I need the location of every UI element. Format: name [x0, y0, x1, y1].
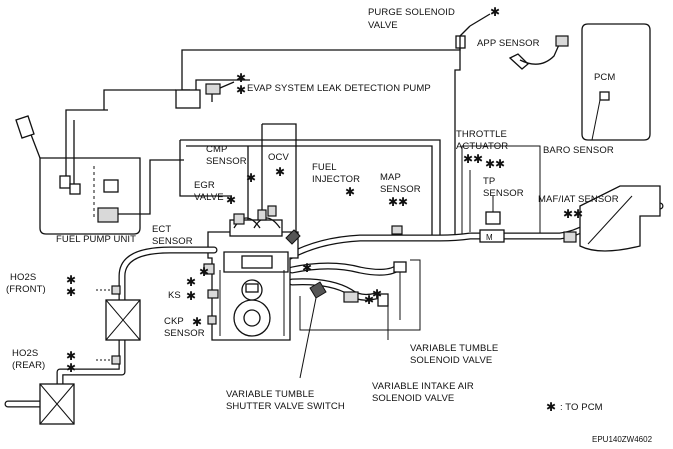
ho2s-front-to-pcm-mark-1: ✱: [66, 273, 76, 287]
purge-solenoid-label-1: PURGE SOLENOID: [368, 7, 455, 18]
evap-leak-detection-pump: [205, 81, 235, 102]
map-sensor-label-1: MAP: [380, 172, 401, 183]
ocv-element: [267, 205, 277, 217]
map-sensor-element: [391, 225, 403, 235]
ho2s-front-element: [111, 285, 121, 295]
maf-to-pcm-mark-2: ✱: [573, 207, 583, 221]
variable-intake-air-label-1: VARIABLE INTAKE AIR: [372, 381, 474, 392]
figure-code: EPU140ZW4602: [592, 435, 653, 444]
ho2s-rear-to-pcm-mark-2: ✱: [66, 361, 76, 375]
evap-pump-label: EVAP SYSTEM LEAK DETECTION PUMP: [247, 83, 431, 94]
cmp-sensor-label-1: CMP: [206, 144, 227, 155]
ks-to-pcm-mark-2: ✱: [186, 289, 196, 303]
purge-to-pcm-mark: ✱: [490, 5, 500, 19]
cmp-sensor-element: [257, 209, 267, 221]
fuel-injector-to-pcm-mark: ✱: [345, 185, 355, 199]
ks-element: [207, 289, 219, 299]
ect-sensor-label-1: ECT: [152, 224, 171, 235]
ho2s-rear-label-1: HO2S: [12, 348, 38, 359]
throttle-actuator-label-2: ACTUATOR: [456, 141, 508, 152]
throttle-to-pcm-mark-1: ✱: [463, 152, 473, 166]
tp-to-pcm-mark-2: ✱: [495, 157, 505, 171]
pcm-module: [581, 23, 651, 141]
fuel-pump-unit-label: FUEL PUMP UNIT: [56, 234, 136, 245]
egr-to-pcm-mark: ✱: [226, 193, 236, 207]
ho2s-rear-label-2: (REAR): [12, 360, 45, 371]
ks-to-pcm-mark-1: ✱: [186, 275, 196, 289]
svg-text:M: M: [486, 233, 493, 242]
shutter-switch-label-2: SHUTTER VALVE SWITCH: [226, 401, 345, 412]
variable-tumble-shutter-switch: [299, 281, 327, 379]
ckp-sensor-element: [207, 315, 217, 325]
variable-intake-air-label-2: SOLENOID VALVE: [372, 393, 454, 404]
intake-duct: M: [286, 185, 664, 260]
variable-tumble-solenoid-label-1: VARIABLE TUMBLE: [410, 343, 498, 354]
map-to-pcm-mark-1: ✱: [388, 195, 398, 209]
legend-to-pcm-label: : TO PCM: [560, 402, 603, 413]
exhaust-system: [4, 246, 218, 425]
maf-iat-element: [563, 231, 577, 243]
fuel-pump: [97, 207, 119, 223]
engine-block: [203, 205, 301, 341]
fuel-injector-label-1: FUEL: [312, 162, 337, 173]
evap-to-pcm-mark-2: ✱: [236, 83, 246, 97]
throttle-to-pcm-mark-2: ✱: [473, 152, 483, 166]
ckp-sensor-label-2: SENSOR: [164, 328, 205, 339]
map-to-pcm-mark-2: ✱: [398, 195, 408, 209]
egr-valve-label-2: VALVE: [194, 192, 224, 203]
map-sensor-label-2: SENSOR: [380, 184, 421, 195]
charcoal-canister: [175, 89, 201, 109]
tumble-solenoid-to-pcm-mark: ✱: [364, 293, 374, 307]
throttle-body: [479, 229, 505, 243]
tp-to-pcm-mark-1: ✱: [485, 157, 495, 171]
fuel-tank: [15, 89, 176, 235]
variable-tumble-solenoid-label-2: SOLENOID VALVE: [410, 355, 492, 366]
ho2s-front-label-1: HO2S: [10, 272, 36, 283]
egr-valve-label-1: EGR: [194, 180, 215, 191]
shutter-switch-label-1: VARIABLE TUMBLE: [226, 389, 314, 400]
fuel-injector-element: [285, 229, 301, 245]
ect-sensor-label-2: SENSOR: [152, 236, 193, 247]
intake-runners: [288, 259, 421, 340]
cmp-sensor-label-2: SENSOR: [206, 156, 247, 167]
ho2s-front-label-2: (FRONT): [6, 284, 46, 295]
ect-to-pcm-mark: ✱: [199, 265, 209, 279]
ks-label: KS: [168, 290, 181, 301]
app-sensor: [508, 35, 569, 70]
tp-sensor-element: [485, 211, 501, 225]
ho2s-rear-to-pcm-mark-1: ✱: [66, 349, 76, 363]
tp-sensor-label-1: TP: [483, 176, 495, 187]
baro-sensor-element: [599, 91, 610, 101]
ckp-sensor-label-1: CKP: [164, 316, 184, 327]
egr-valve-element: [233, 213, 245, 225]
cmp-to-pcm-mark: ✱: [246, 171, 256, 185]
ho2s-front-to-pcm-mark-2: ✱: [66, 285, 76, 299]
ocv-to-pcm-mark: ✱: [275, 165, 285, 179]
evap-to-pcm-mark-1: ✱: [236, 71, 246, 85]
intake-air-to-pcm-mark: ✱: [372, 287, 382, 301]
throttle-actuator-label-1: THROTTLE: [456, 129, 507, 140]
maf-to-pcm-mark-1: ✱: [563, 207, 573, 221]
tp-sensor-label-2: SENSOR: [483, 188, 524, 199]
baro-sensor-label: BARO SENSOR: [543, 145, 614, 156]
app-sensor-label: APP SENSOR: [477, 38, 540, 49]
pcm-label: PCM: [594, 72, 615, 83]
purge-solenoid-label-2: VALVE: [368, 20, 398, 31]
ocv-label: OCV: [268, 152, 289, 163]
ckp-to-pcm-mark: ✱: [192, 315, 202, 329]
maf-iat-label: MAF/IAT SENSOR: [538, 194, 619, 205]
ect-sensor-element: [203, 263, 215, 275]
fuel-injector-label-2: INJECTOR: [312, 174, 360, 185]
shutter-switch-to-pcm-mark: ✱: [302, 261, 312, 275]
legend-mark: ✱: [546, 400, 556, 414]
ho2s-rear-element: [111, 355, 121, 365]
